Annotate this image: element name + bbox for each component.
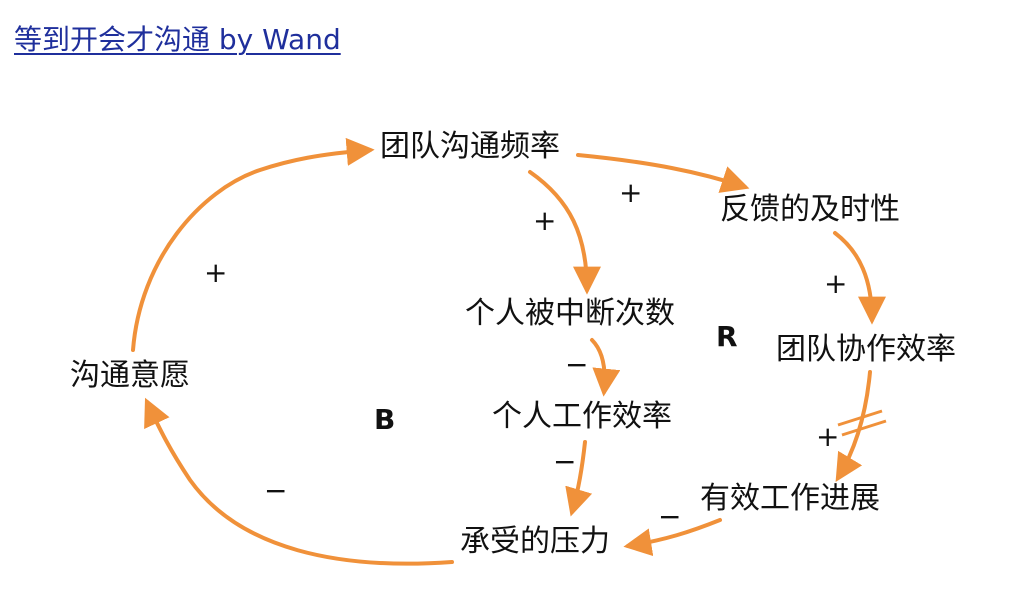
edge-personal-eff-to-pressure bbox=[565, 440, 593, 517]
node-team-comm-freq: 团队沟通频率 bbox=[380, 129, 560, 164]
node-effective-progress: 有效工作进展 bbox=[700, 481, 880, 516]
node-interruptions: 个人被中断次数 bbox=[465, 296, 675, 331]
edge-willingness-to-team-comm bbox=[131, 137, 375, 352]
node-team-collab-eff: 团队协作效率 bbox=[776, 332, 956, 367]
loop-label-balancing: B bbox=[374, 403, 395, 436]
node-pressure: 承受的压力 bbox=[460, 524, 610, 559]
node-personal-eff: 个人工作效率 bbox=[492, 399, 672, 434]
polarity-personal-eff-pressure: − bbox=[553, 445, 576, 478]
edge-feedback-to-collab bbox=[833, 231, 886, 325]
polarity-feedback-collab: + bbox=[824, 267, 847, 300]
node-comm-willingness: 沟通意愿 bbox=[70, 358, 190, 393]
polarity-willingness-team-comm: + bbox=[204, 256, 227, 289]
edge-team-comm-to-feedback bbox=[576, 153, 750, 193]
polarity-team-comm-feedback: + bbox=[619, 176, 642, 209]
node-feedback-timeliness: 反馈的及时性 bbox=[720, 192, 900, 227]
edge-progress-to-pressure bbox=[623, 518, 722, 557]
delay-mark bbox=[837, 409, 887, 437]
edge-team-comm-to-interruptions bbox=[528, 170, 601, 295]
edge-interruptions-to-personal-eff bbox=[590, 338, 621, 397]
polarity-progress-pressure: − bbox=[658, 500, 681, 533]
loop-label-reinforcing: R bbox=[716, 320, 738, 353]
title-link[interactable]: 等到开会才沟通 by Wand bbox=[14, 23, 341, 56]
polarity-collab-progress: + bbox=[816, 420, 839, 453]
edge-pressure-to-willingness bbox=[144, 397, 454, 566]
polarity-team-comm-interruptions: + bbox=[533, 204, 556, 237]
polarity-pressure-willingness: − bbox=[264, 474, 287, 507]
polarity-interruptions-personal-eff: − bbox=[565, 348, 588, 381]
